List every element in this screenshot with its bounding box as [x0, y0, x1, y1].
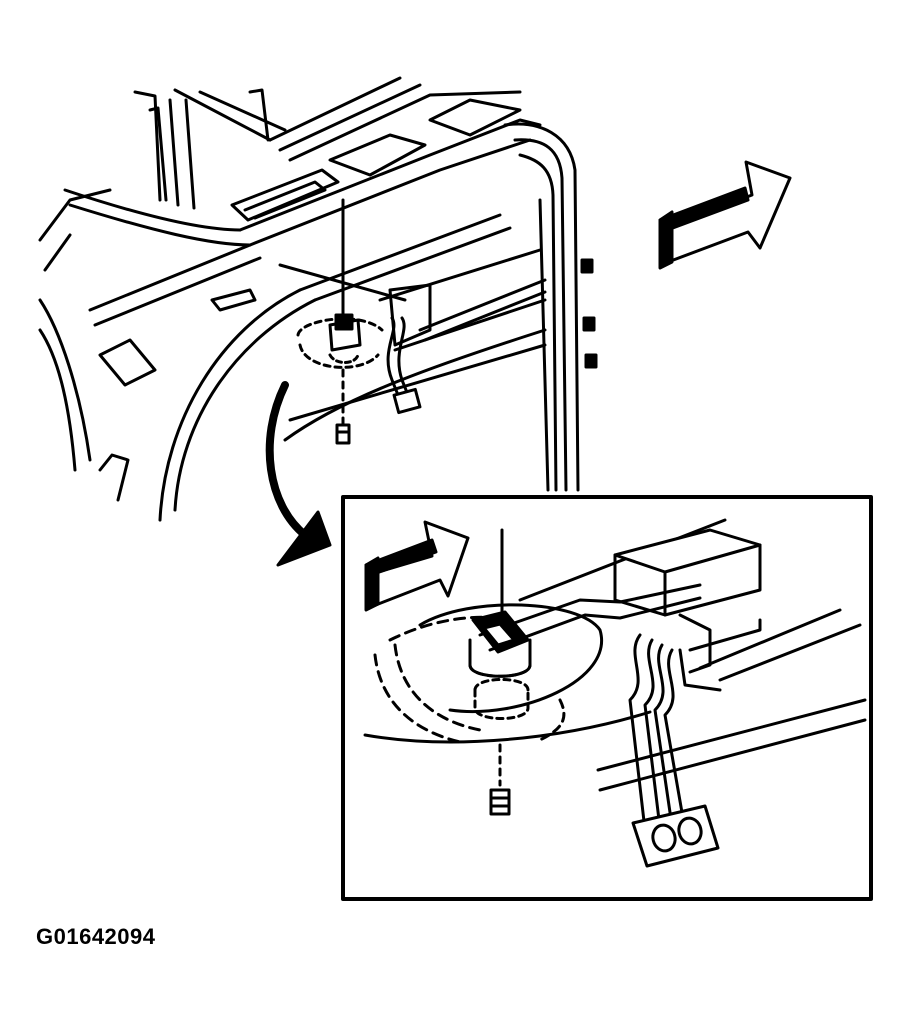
- latch-block: [613, 528, 762, 692]
- inset-rails: [363, 518, 867, 792]
- lock-cylinder: [373, 528, 604, 787]
- detail-inset: [341, 495, 873, 901]
- direction-arrow-icon: [658, 160, 792, 270]
- electrical-connector-icon: [628, 633, 720, 868]
- zoom-callout-arrow-icon: [265, 381, 332, 567]
- lower-rails: [283, 248, 547, 442]
- figure-id: G01642094: [36, 924, 156, 949]
- handle-assembly-main: [278, 198, 422, 445]
- direction-arrow-icon: [364, 520, 470, 612]
- main-view: [38, 76, 792, 567]
- body-side: [38, 188, 512, 522]
- bolt-icon: [489, 788, 511, 816]
- handle-arm: [471, 583, 702, 654]
- roof-frame: [63, 76, 542, 247]
- door-pillar: [503, 122, 598, 492]
